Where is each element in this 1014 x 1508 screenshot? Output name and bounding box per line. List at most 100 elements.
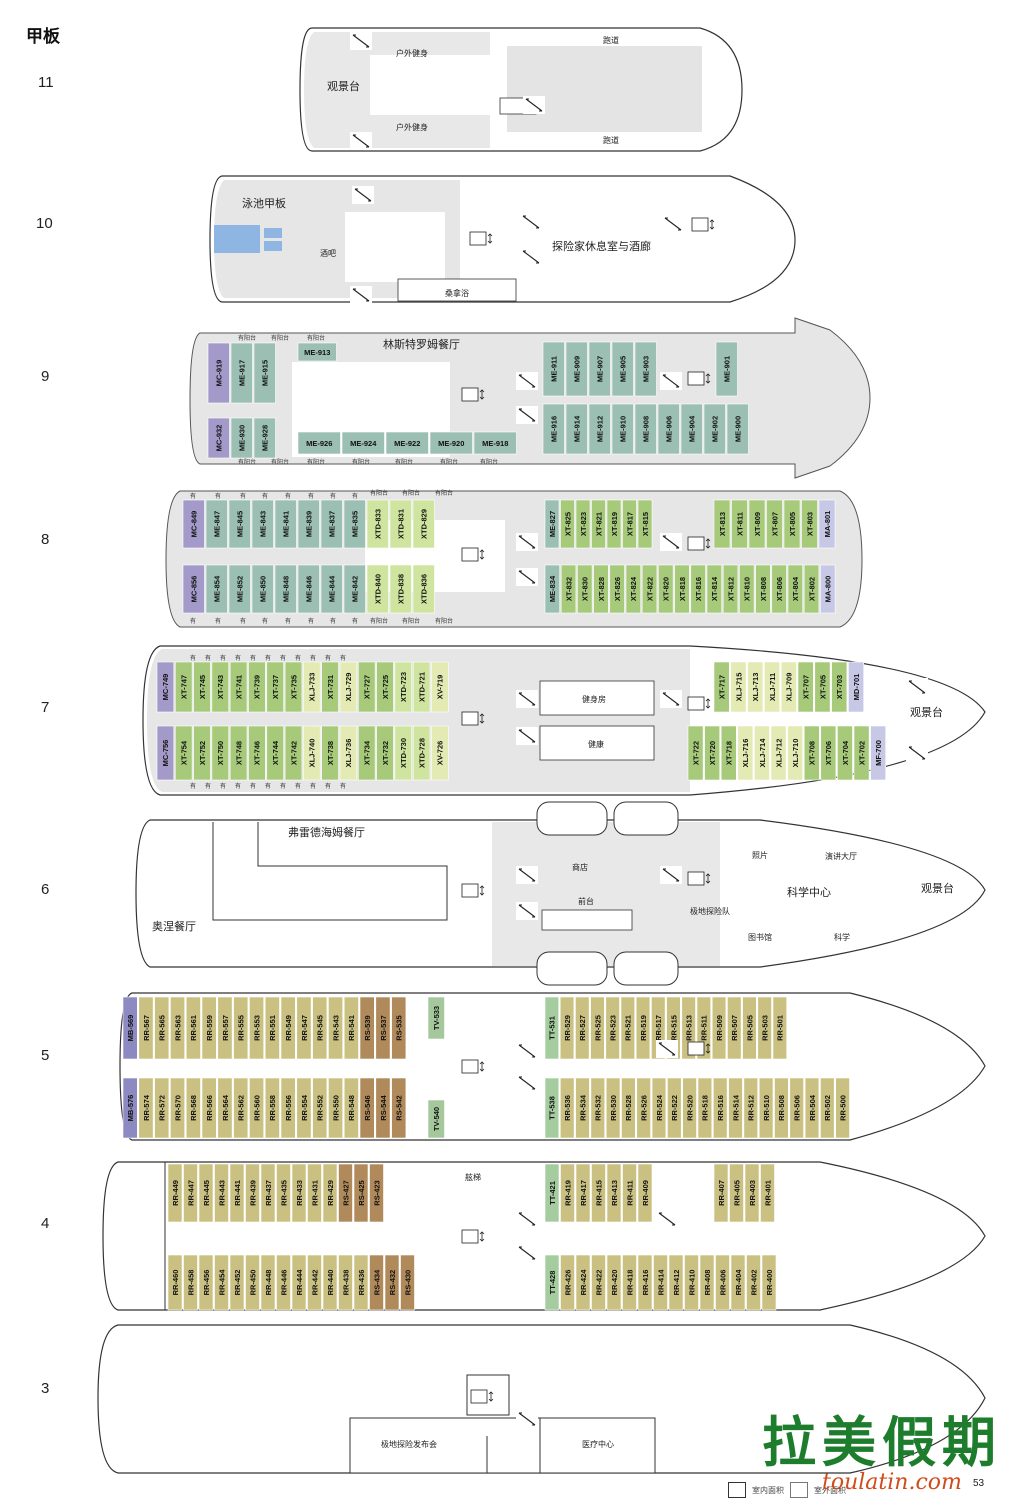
cabin-rr-411[interactable]: RR-411 xyxy=(622,1163,637,1223)
cabin-xt-702[interactable]: XT-702 xyxy=(853,725,870,781)
cabin-rr-416[interactable]: RR-416 xyxy=(637,1254,653,1311)
cabin-rr-556[interactable]: RR-556 xyxy=(280,1077,296,1139)
cabin-xt-817[interactable]: XT-817 xyxy=(622,499,637,549)
cabin-me-922[interactable]: ME-922 xyxy=(385,431,429,455)
cabin-me-906[interactable]: ME-906 xyxy=(657,403,680,455)
cabin-xt-832[interactable]: XT-832 xyxy=(560,564,577,614)
cabin-xt-820[interactable]: XT-820 xyxy=(658,564,674,614)
cabin-me-928[interactable]: ME-928 xyxy=(253,417,276,459)
cabin-rr-417[interactable]: RR-417 xyxy=(575,1163,591,1223)
cabin-rr-426[interactable]: RR-426 xyxy=(560,1254,575,1311)
cabin-xt-722[interactable]: XT-722 xyxy=(687,725,704,781)
cabin-rr-422[interactable]: RR-422 xyxy=(591,1254,606,1311)
cabin-me-844[interactable]: ME-844 xyxy=(320,564,343,614)
cabin-xlj-740[interactable]: XLJ-740 xyxy=(303,725,321,781)
cabin-rr-410[interactable]: RR-410 xyxy=(684,1254,699,1311)
cabin-rr-444[interactable]: RR-444 xyxy=(291,1254,307,1311)
cabin-me-900[interactable]: ME-900 xyxy=(726,403,749,455)
cabin-rr-440[interactable]: RR-440 xyxy=(322,1254,338,1311)
cabin-rs-535[interactable]: RS-535 xyxy=(391,996,407,1060)
cabin-rr-548[interactable]: RR-548 xyxy=(343,1077,359,1139)
cabin-rr-567[interactable]: RR-567 xyxy=(138,996,154,1060)
cabin-xt-744[interactable]: XT-744 xyxy=(266,725,284,781)
cabin-rr-521[interactable]: RR-521 xyxy=(620,996,635,1060)
cabin-rr-524[interactable]: RR-524 xyxy=(651,1077,667,1139)
cabin-xt-747[interactable]: XT-747 xyxy=(175,661,193,713)
cabin-xt-739[interactable]: XT-739 xyxy=(248,661,266,713)
cabin-rr-443[interactable]: RR-443 xyxy=(214,1163,229,1223)
cabin-xt-750[interactable]: XT-750 xyxy=(211,725,229,781)
cabin-me-910[interactable]: ME-910 xyxy=(611,403,634,455)
cabin-xt-825[interactable]: XT-825 xyxy=(560,499,575,549)
cabin-xt-822[interactable]: XT-822 xyxy=(641,564,658,614)
cabin-rr-449[interactable]: RR-449 xyxy=(167,1163,183,1223)
cabin-rr-437[interactable]: RR-437 xyxy=(260,1163,276,1223)
cabin-xt-725[interactable]: XT-725 xyxy=(376,661,394,713)
cabin-xlj-711[interactable]: XLJ-711 xyxy=(764,661,781,713)
cabin-rr-446[interactable]: RR-446 xyxy=(276,1254,291,1311)
cabin-rr-431[interactable]: RR-431 xyxy=(307,1163,322,1223)
cabin-rs-434[interactable]: RS-434 xyxy=(369,1254,384,1311)
cabin-rr-529[interactable]: RR-529 xyxy=(559,996,575,1060)
cabin-xt-823[interactable]: XT-823 xyxy=(575,499,591,549)
cabin-rr-550[interactable]: RR-550 xyxy=(328,1077,343,1139)
cabin-rr-445[interactable]: RR-445 xyxy=(198,1163,214,1223)
cabin-xtd-829[interactable]: XTD-829 xyxy=(412,499,435,549)
cabin-xt-802[interactable]: XT-802 xyxy=(803,564,820,614)
cabin-xt-754[interactable]: XT-754 xyxy=(175,725,193,781)
cabin-rr-448[interactable]: RR-448 xyxy=(260,1254,276,1311)
cabin-xt-808[interactable]: XT-808 xyxy=(755,564,771,614)
cabin-mc-749[interactable]: MC-749 xyxy=(156,661,175,713)
cabin-me-841[interactable]: ME-841 xyxy=(274,499,297,549)
cabin-mc-856[interactable]: MC-856 xyxy=(182,564,205,614)
cabin-rr-414[interactable]: RR-414 xyxy=(653,1254,668,1311)
cabin-me-839[interactable]: ME-839 xyxy=(297,499,320,549)
cabin-rr-418[interactable]: RR-418 xyxy=(622,1254,637,1311)
cabin-rr-438[interactable]: RR-438 xyxy=(338,1254,353,1311)
cabin-xt-811[interactable]: XT-811 xyxy=(731,499,748,549)
cabin-rs-432[interactable]: RS-432 xyxy=(384,1254,400,1311)
cabin-rr-557[interactable]: RR-557 xyxy=(217,996,233,1060)
cabin-me-848[interactable]: ME-848 xyxy=(274,564,297,614)
cabin-me-835[interactable]: ME-835 xyxy=(343,499,366,549)
cabin-me-907[interactable]: ME-907 xyxy=(588,341,611,397)
cabin-rs-546[interactable]: RS-546 xyxy=(359,1077,375,1139)
cabin-rr-407[interactable]: RR-407 xyxy=(713,1163,729,1223)
cabin-xt-727[interactable]: XT-727 xyxy=(357,661,376,713)
cabin-xt-804[interactable]: XT-804 xyxy=(787,564,803,614)
cabin-xt-741[interactable]: XT-741 xyxy=(229,661,248,713)
cabin-rr-429[interactable]: RR-429 xyxy=(322,1163,338,1223)
cabin-xt-707[interactable]: XT-707 xyxy=(797,661,814,713)
cabin-me-904[interactable]: ME-904 xyxy=(680,403,703,455)
cabin-xt-743[interactable]: XT-743 xyxy=(211,661,229,713)
cabin-rr-506[interactable]: RR-506 xyxy=(789,1077,804,1139)
cabin-xv-719[interactable]: XV-719 xyxy=(431,661,449,713)
cabin-rs-542[interactable]: RS-542 xyxy=(391,1077,407,1139)
cabin-rr-564[interactable]: RR-564 xyxy=(217,1077,233,1139)
cabin-rr-563[interactable]: RR-563 xyxy=(170,996,185,1060)
cabin-rr-401[interactable]: RR-401 xyxy=(760,1163,775,1223)
cabin-xtd-833[interactable]: XTD-833 xyxy=(366,499,389,549)
cabin-rs-537[interactable]: RS-537 xyxy=(375,996,391,1060)
cabin-rs-423[interactable]: RS-423 xyxy=(369,1163,384,1223)
cabin-mc-849[interactable]: MC-849 xyxy=(182,499,205,549)
cabin-xlj-729[interactable]: XLJ-729 xyxy=(339,661,358,713)
cabin-rr-403[interactable]: RR-403 xyxy=(744,1163,760,1223)
cabin-rr-530[interactable]: RR-530 xyxy=(605,1077,621,1139)
cabin-rr-549[interactable]: RR-549 xyxy=(280,996,296,1060)
cabin-rr-415[interactable]: RR-415 xyxy=(591,1163,606,1223)
cabin-rr-566[interactable]: RR-566 xyxy=(201,1077,217,1139)
cabin-xtd-831[interactable]: XTD-831 xyxy=(389,499,412,549)
cabin-rs-427[interactable]: RS-427 xyxy=(338,1163,353,1223)
cabin-xt-803[interactable]: XT-803 xyxy=(801,499,818,549)
cabin-me-902[interactable]: ME-902 xyxy=(703,403,726,455)
cabin-rr-536[interactable]: RR-536 xyxy=(559,1077,575,1139)
cabin-xt-816[interactable]: XT-816 xyxy=(690,564,706,614)
cabin-rr-436[interactable]: RR-436 xyxy=(353,1254,369,1311)
cabin-rr-409[interactable]: RR-409 xyxy=(637,1163,653,1223)
cabin-xt-703[interactable]: XT-703 xyxy=(831,661,848,713)
cabin-mf-700[interactable]: MF-700 xyxy=(870,725,886,781)
cabin-rr-532[interactable]: RR-532 xyxy=(590,1077,606,1139)
cabin-rr-570[interactable]: RR-570 xyxy=(170,1077,185,1139)
cabin-rr-516[interactable]: RR-516 xyxy=(712,1077,728,1139)
